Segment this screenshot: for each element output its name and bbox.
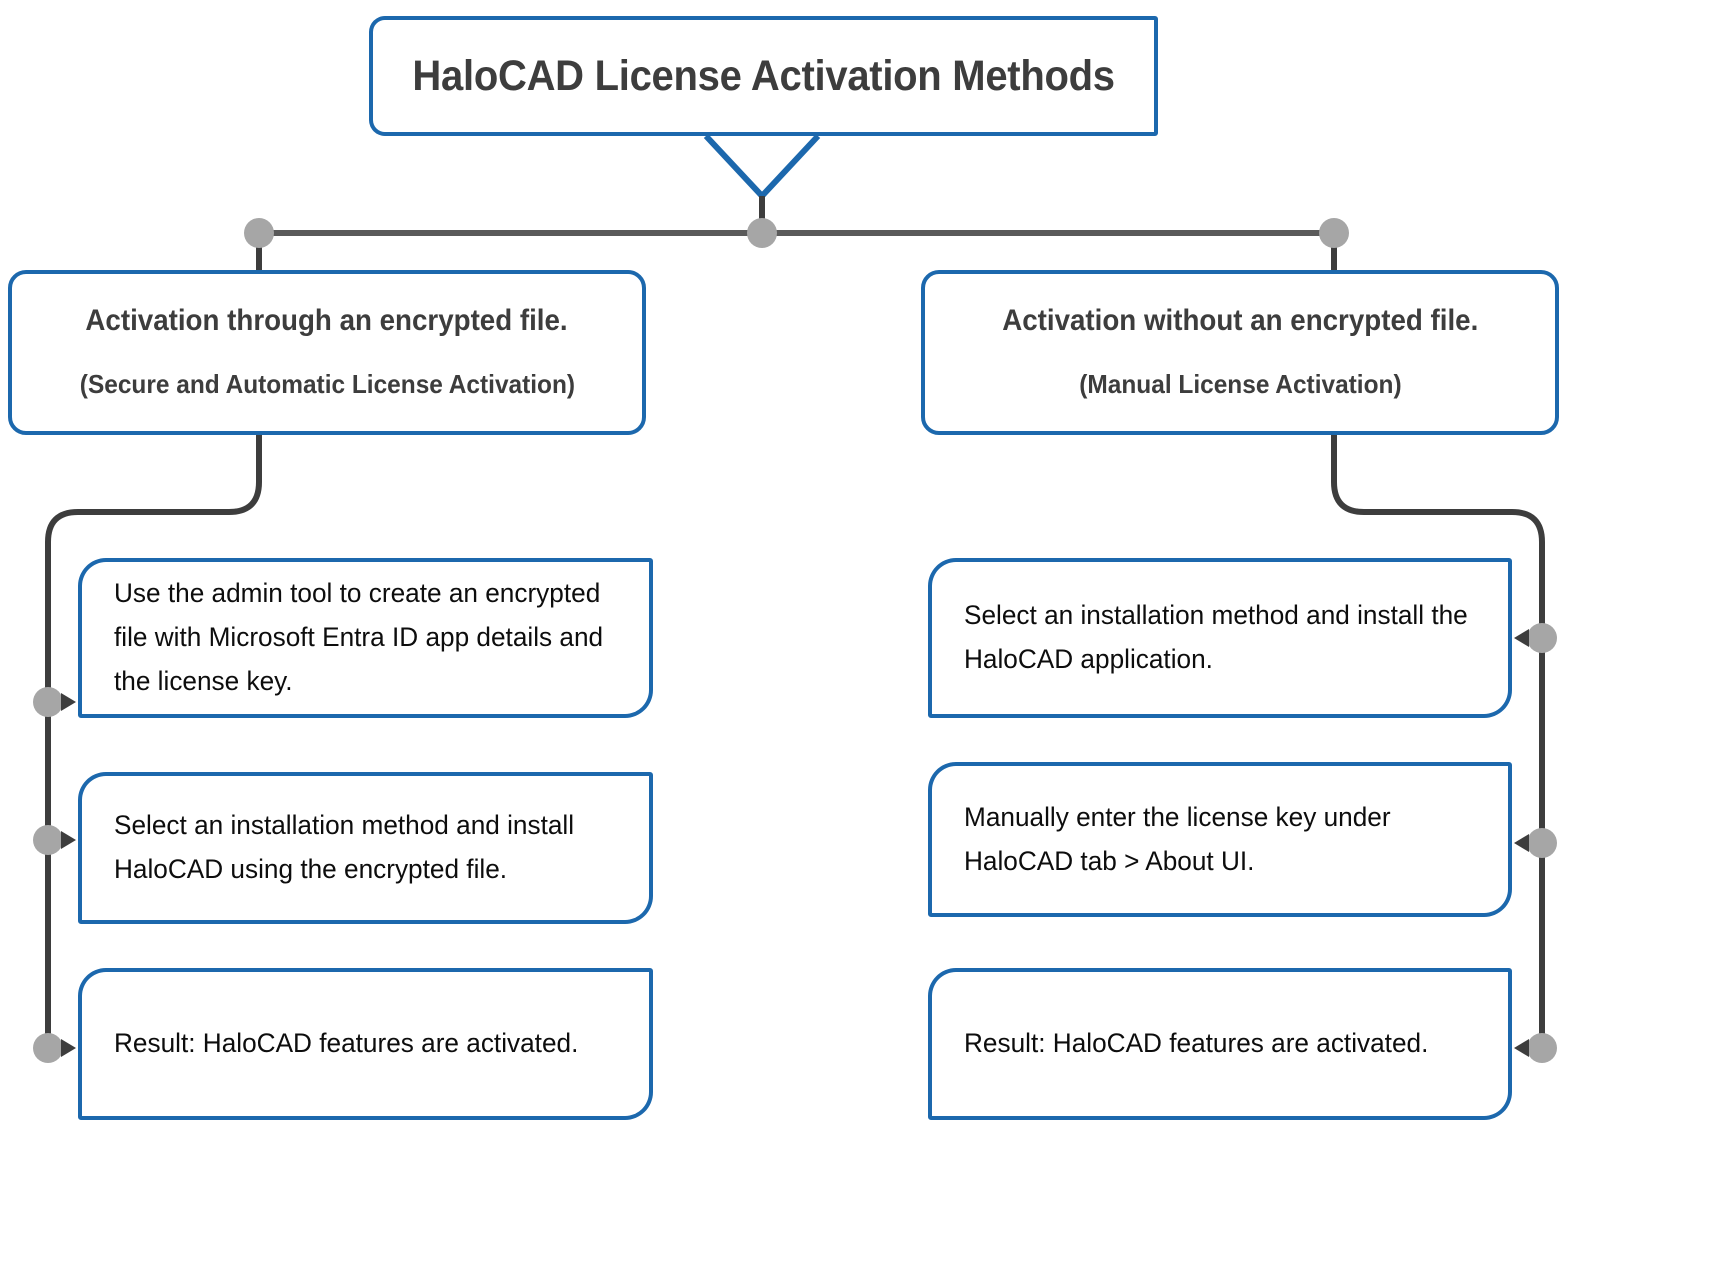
step-box-right-2[interactable]: Manually enter the license key under Hal… [928, 762, 1512, 917]
step-box-right-1[interactable]: Select an installation method and instal… [928, 558, 1512, 718]
page-title: HaloCAD License Activation Methods [412, 51, 1115, 100]
branch-subtitle: (Secure and Automatic License Activation… [79, 368, 575, 399]
junction-dot-center-hub [747, 218, 777, 248]
step-box-left-3[interactable]: Result: HaloCAD features are activated. [78, 968, 653, 1120]
junction-dot-right-step-3 [1527, 1033, 1557, 1063]
arrow-into-right-step-2 [1514, 834, 1529, 852]
arrow-into-left-step-2 [61, 831, 76, 849]
step-box-left-2[interactable]: Select an installation method and instal… [78, 772, 653, 924]
junction-dot-left-step-3 [33, 1033, 63, 1063]
step-text: Select an installation method and instal… [114, 810, 575, 884]
branch-header-encrypted-file[interactable]: Activation through an encrypted file. (S… [8, 270, 646, 435]
diagram-title-box: HaloCAD License Activation Methods [369, 16, 1158, 136]
step-text: Select an installation method and instal… [964, 600, 1468, 674]
junction-dot-left-step-2 [33, 825, 63, 855]
arrow-into-right-step-3 [1514, 1039, 1529, 1057]
junction-dot-left-branch [244, 218, 274, 248]
arrow-into-left-step-3 [61, 1039, 76, 1057]
step-text: Result: HaloCAD features are activated. [964, 1028, 1429, 1059]
arrow-into-right-step-1 [1514, 629, 1529, 647]
step-text: Manually enter the license key under Hal… [964, 801, 1391, 876]
step-box-right-3[interactable]: Result: HaloCAD features are activated. [928, 968, 1512, 1120]
step-text: Result: HaloCAD features are activated. [114, 1028, 579, 1059]
left-branch-spine [45, 435, 262, 1048]
title-bubble-tail [703, 133, 821, 201]
branch-subtitle: (Manual License Activation) [1078, 368, 1402, 399]
arrow-into-left-step-1 [61, 693, 76, 711]
branch-title: Activation without an encrypted file. [1001, 303, 1479, 337]
junction-dot-left-step-1 [33, 687, 63, 717]
right-branch-spine [1331, 435, 1545, 1048]
junction-dot-right-step-2 [1527, 828, 1557, 858]
step-text: Use the admin tool to create an encrypte… [114, 578, 604, 696]
junction-dot-right-branch [1319, 218, 1349, 248]
junction-dot-right-step-1 [1527, 623, 1557, 653]
branch-header-manual[interactable]: Activation without an encrypted file. (M… [921, 270, 1559, 435]
step-box-left-1[interactable]: Use the admin tool to create an encrypte… [78, 558, 653, 718]
branch-title: Activation through an encrypted file. [85, 303, 569, 337]
